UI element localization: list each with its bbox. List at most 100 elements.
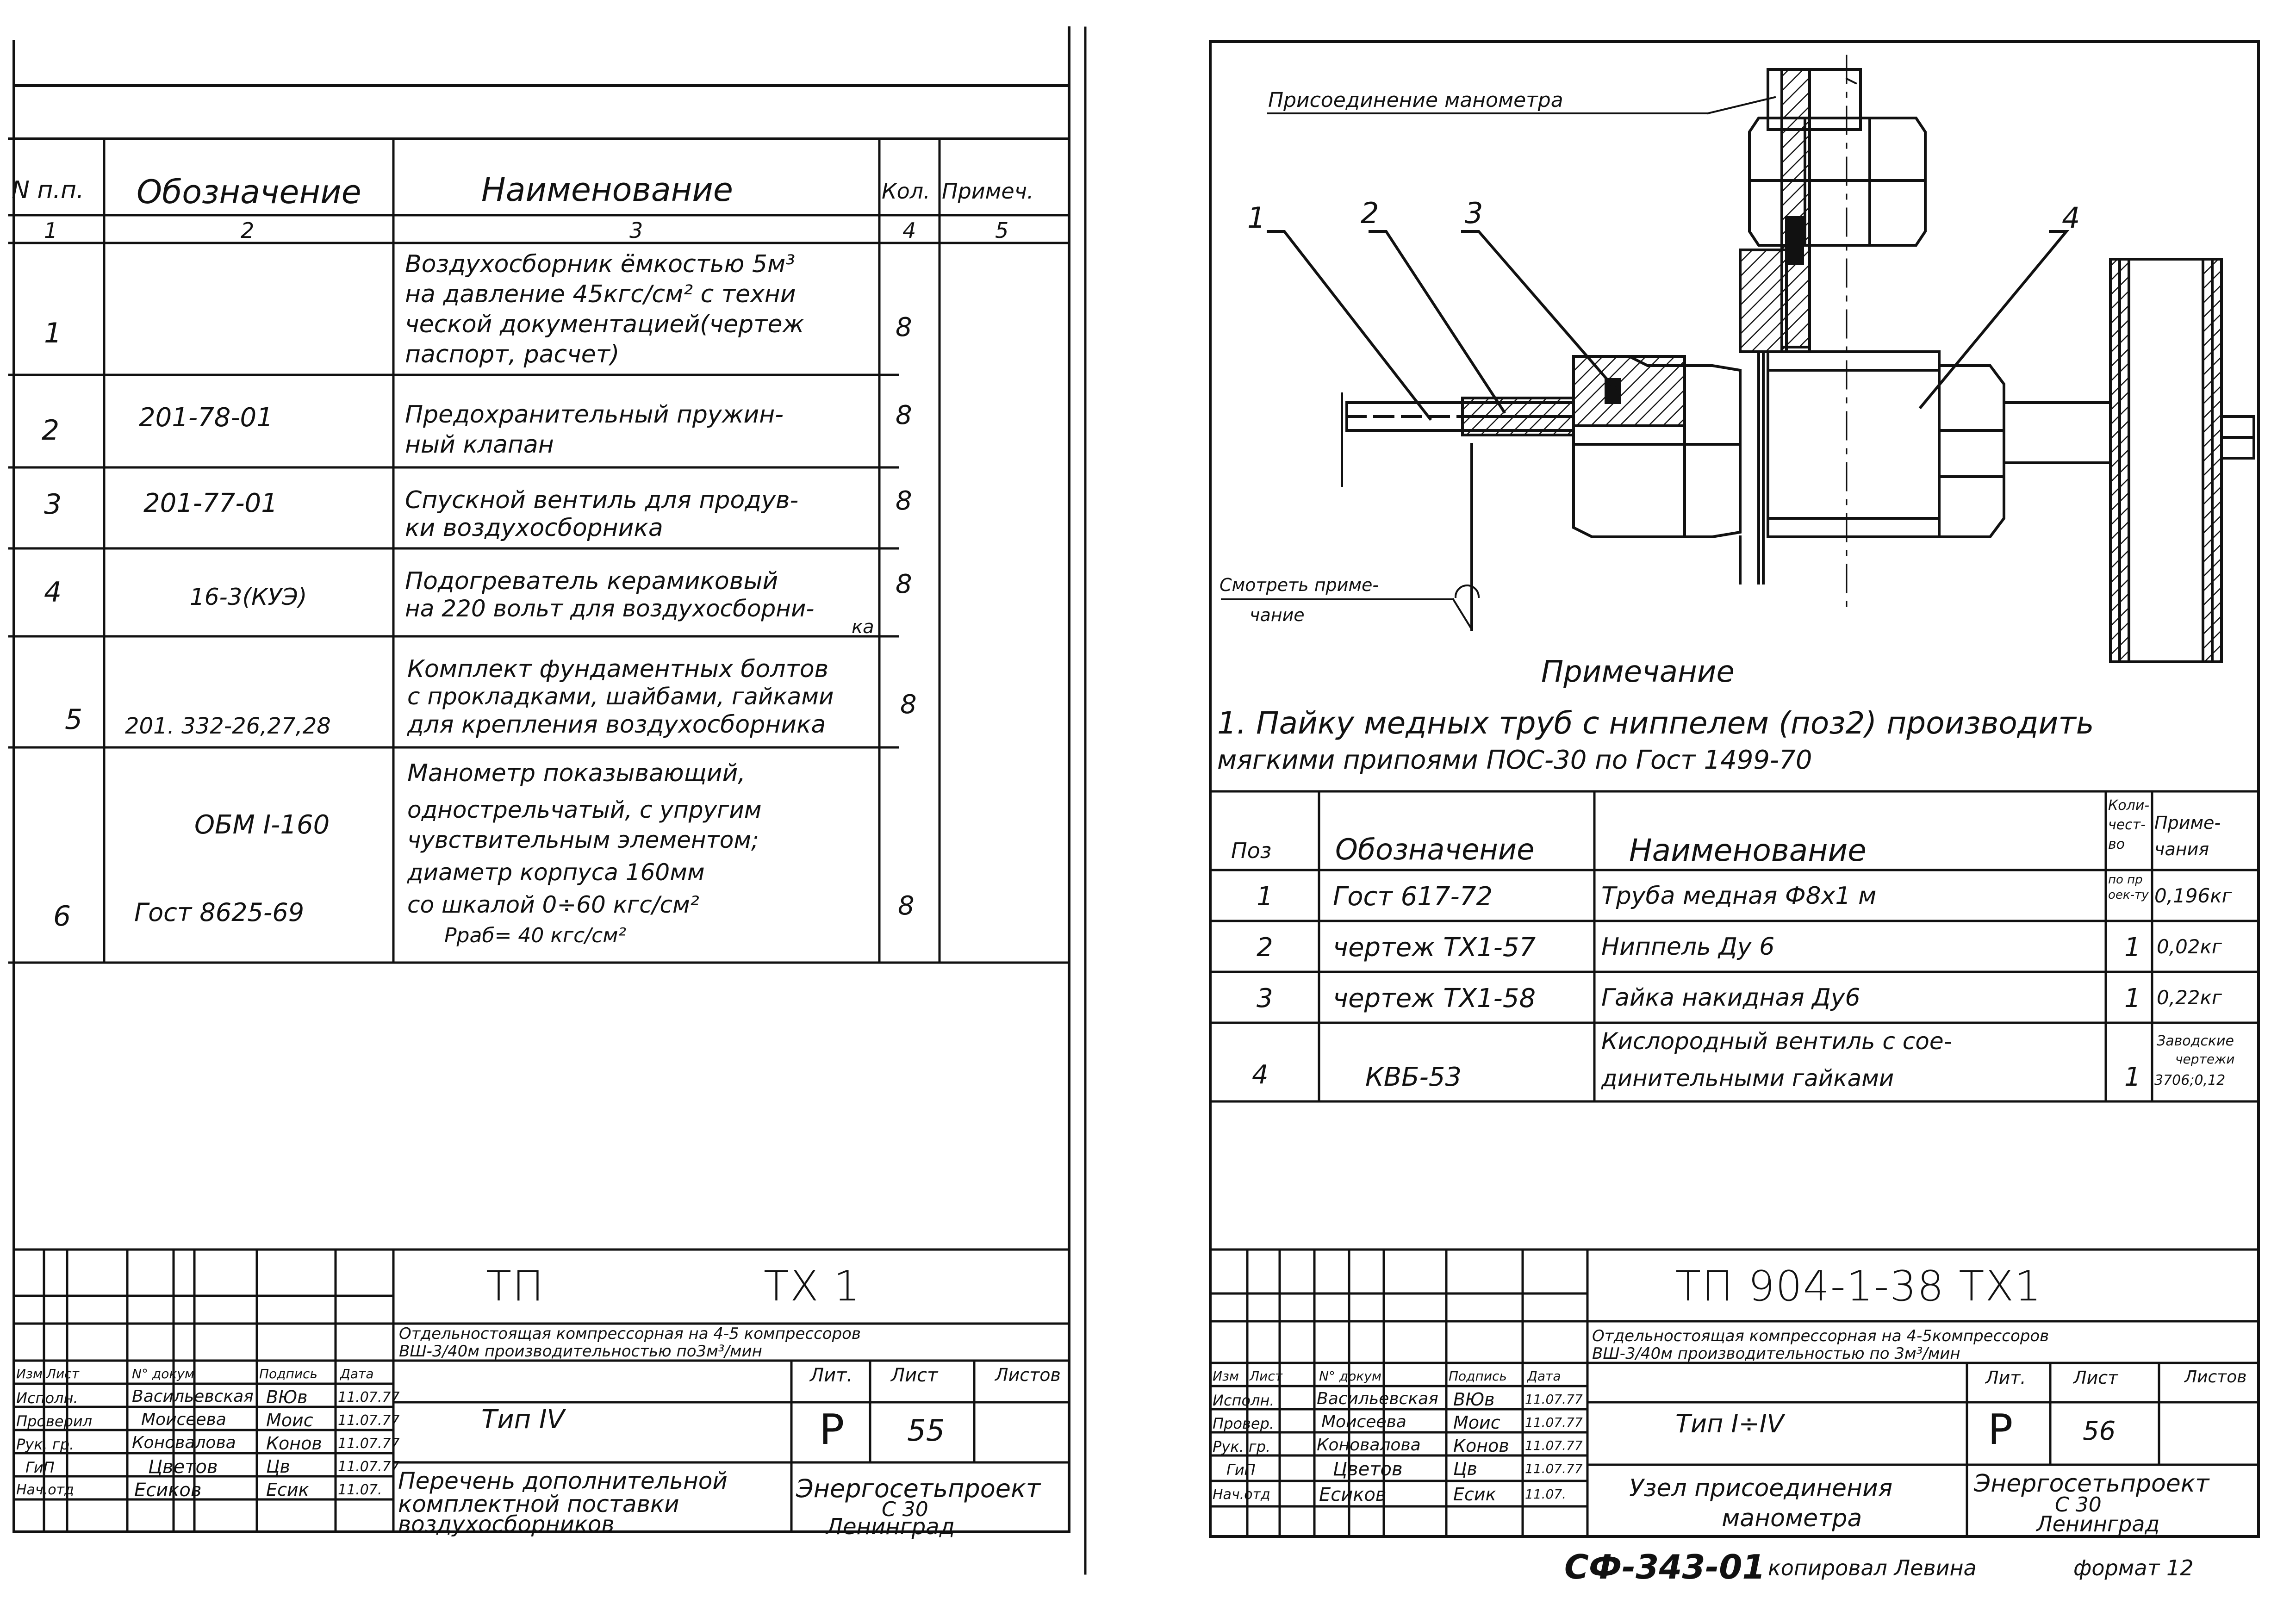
stamp-role: Проверил <box>16 1412 93 1430</box>
stamp-lit: Р <box>819 1405 846 1454</box>
col-number: 1 <box>44 218 58 243</box>
row-designation: Гост 8625-69 <box>134 898 305 927</box>
stamp-date: 11.07.77 <box>1525 1415 1583 1430</box>
stamp-role: ГиП <box>1226 1461 1256 1479</box>
stamp-description-line: Отдельностоящая компрессорная на 4-5комп… <box>1592 1327 2049 1345</box>
stamp-role: Исполн. <box>1213 1392 1275 1409</box>
row-name-line: с прокладками, шайбами, гайками <box>407 683 834 710</box>
stamp-person: Моисеева <box>141 1410 226 1429</box>
footer-format: формат 12 <box>2073 1555 2194 1580</box>
stamp-org-line: Ленинград <box>826 1514 955 1540</box>
stamp-change-header: Подпись <box>1449 1368 1507 1384</box>
row-name-line: на 220 вольт для воздухосборни- <box>405 595 815 622</box>
row-qty: 8 <box>896 486 912 516</box>
row-name-line: одностpельчатый, с упругим <box>407 796 762 823</box>
row-note: 0,02кг <box>2157 935 2222 958</box>
row-note-line: 3706;0,12 <box>2154 1072 2226 1088</box>
left-stamp-grid <box>12 1248 1070 1533</box>
stamp-signature: ВЮв <box>266 1387 308 1407</box>
header-designation: Обозначение <box>1335 833 1535 866</box>
row-name-line: Спускной вентиль для продув- <box>405 486 799 514</box>
stamp-change-header: Лист <box>1250 1368 1282 1384</box>
row-designation: 201-78-01 <box>139 403 273 433</box>
stamp-change-header: Лист <box>46 1366 79 1381</box>
header-qty: Кол. <box>882 179 930 204</box>
row-pos: 3 <box>1257 983 1273 1014</box>
stamp-org-line: С 30 <box>2055 1493 2102 1517</box>
stamp-title-line: Узел присоединения <box>1629 1474 1893 1502</box>
row-qty: 8 <box>896 569 912 599</box>
col-number: 5 <box>995 218 1009 243</box>
callout-number: 3 <box>1465 196 1483 230</box>
header-name: Наименование <box>481 171 733 209</box>
stamp-role: Нач.отд <box>1213 1486 1270 1503</box>
header-qty: Коли-чест-во <box>2108 797 2150 852</box>
stamp-title-line: воздухосборников <box>398 1511 615 1537</box>
drawing-label-side: чание <box>1250 605 1305 625</box>
stamp-role: Рук. гр. <box>1213 1438 1271 1455</box>
left-table-grid <box>8 137 1070 964</box>
header-note: Приме-чания <box>2154 813 2221 859</box>
header-pos: Поз <box>1231 838 1272 863</box>
stamp-title-line: комплектной поставки <box>398 1491 679 1517</box>
stamp-org-line: Ленинград <box>2036 1511 2160 1536</box>
stamp-person: Моисеева <box>1321 1412 1406 1431</box>
row-note: 0,22кг <box>2157 986 2222 1009</box>
row-name-line: Предохранительный пружин- <box>405 401 784 429</box>
right-table-grid <box>1209 790 2260 1103</box>
row-qty: 8 <box>900 690 917 720</box>
stamp-org-line: Энергосетьпроект <box>1974 1470 2209 1498</box>
row-name: Труба медная Ф8х1 м <box>1601 882 1877 910</box>
stamp-person: Васильевская <box>132 1387 254 1406</box>
row-name-line: чувствительным элементом; <box>407 827 759 853</box>
row-pos: 2 <box>1257 933 1273 963</box>
stamp-role: ГиП <box>25 1459 55 1476</box>
stamp-code-right: ТХ 1 <box>764 1262 861 1311</box>
note-line: мягкими припоями ПОС-30 по Гост 1499-70 <box>1217 745 1812 775</box>
stamp-signature: Цв <box>266 1456 290 1477</box>
row-num: 3 <box>44 488 62 521</box>
row-name-line: ческой документацией(чертеж <box>405 311 804 338</box>
col-number: 3 <box>629 218 643 243</box>
stamp-change-header: Изм <box>1213 1368 1239 1384</box>
col-number: 4 <box>902 218 916 243</box>
stamp-role: Нач.отд <box>16 1482 74 1498</box>
stamp-lit-label: Лит. <box>1985 1368 2026 1388</box>
row-name-line: со шкалой 0÷60 кгс/см² <box>407 891 699 918</box>
stamp-code-left: ТП <box>486 1262 545 1311</box>
stamp-description-line: Отдельностоящая компрессорная на 4-5 ком… <box>399 1325 861 1343</box>
row-note: 0,196кг <box>2154 884 2232 907</box>
row-name-line: динительными гайками <box>1601 1065 1894 1092</box>
note-title: Примечание <box>1541 655 1735 689</box>
row-name-line: на давление 45кгс/см² с техни <box>405 280 796 308</box>
row-designation: КВБ-53 <box>1365 1062 1462 1092</box>
row-designation: Гост 617-72 <box>1333 882 1493 912</box>
right-stamp-grid <box>1209 1248 2260 1538</box>
row-designation: 201. 332-26,27,28 <box>125 713 331 739</box>
stamp-date: 11.07.77 <box>1525 1392 1583 1407</box>
row-name-line: паспорт, расчет) <box>405 341 620 368</box>
stamp-person: Васильевская <box>1317 1389 1438 1408</box>
row-name: Гайка накидная Ду6 <box>1601 984 1860 1012</box>
row-designation: 201-77-01 <box>143 488 278 518</box>
stamp-person: Коновалова <box>1317 1436 1421 1455</box>
row-name-line: ки воздухосборника <box>405 514 663 542</box>
stamp-role: Исполн. <box>16 1389 78 1407</box>
stamp-date: 11.07.77 <box>338 1436 400 1452</box>
stamp-signature: Конов <box>1453 1436 1509 1456</box>
row-designation: чертеж ТХ1-57 <box>1333 933 1536 963</box>
row-num: 4 <box>44 576 62 609</box>
stamp-signature: ВЮв <box>1453 1389 1495 1410</box>
row-note-line: Заводские <box>2157 1033 2234 1049</box>
stamp-signature: Есик <box>266 1480 309 1500</box>
row-num: 2 <box>42 414 60 447</box>
row-name-line: Рраб= 40 кгс/см² <box>444 924 627 947</box>
stamp-date: 11.07.77 <box>338 1389 400 1405</box>
row-name-line: ный клапан <box>405 431 554 459</box>
row-designation: 16-3(КУЭ) <box>190 584 307 610</box>
row-num: 6 <box>53 900 71 933</box>
stamp-person: Есиков <box>1319 1484 1387 1505</box>
stamp-lit: Р <box>1988 1405 2014 1454</box>
left-sheet-frame <box>8 26 1070 1533</box>
